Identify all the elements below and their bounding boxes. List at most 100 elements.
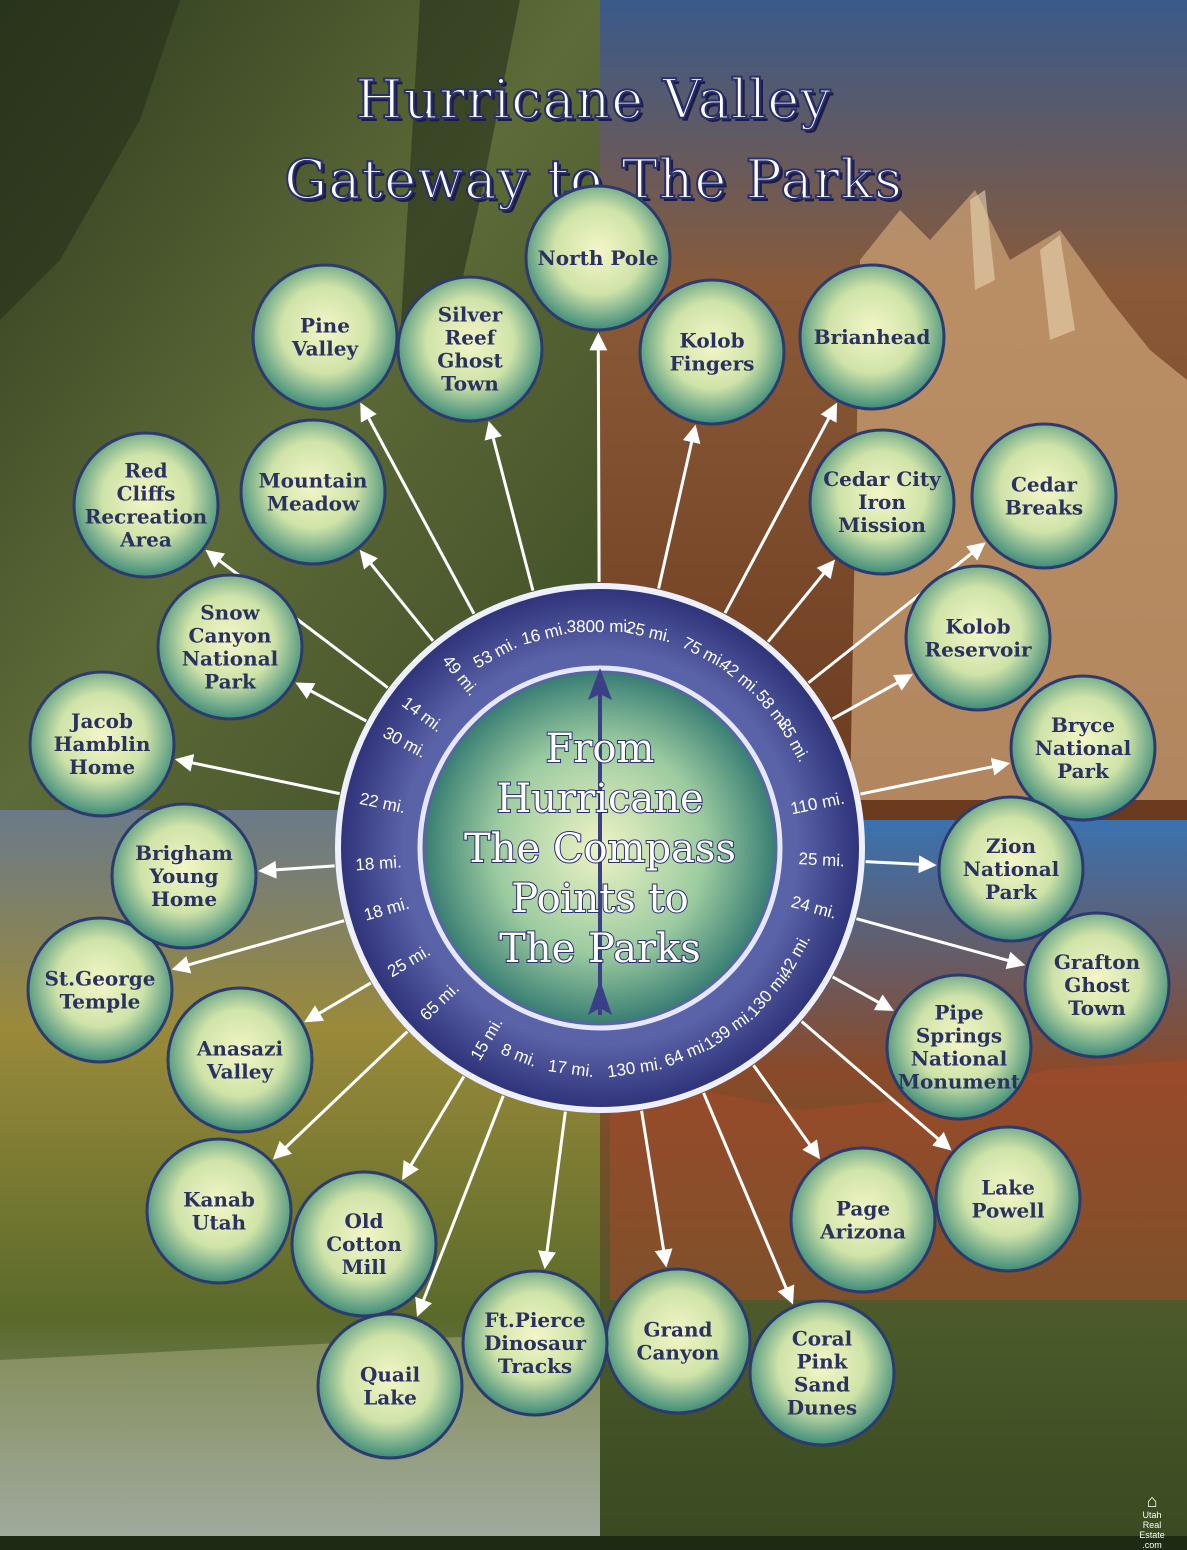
destination-label: Ft.Pierce	[484, 1308, 585, 1332]
logo-line-4: .com	[1142, 1540, 1162, 1550]
destination-label: Park	[985, 880, 1038, 904]
destination-label: Lake	[363, 1386, 417, 1410]
destination-label: Cedar City	[823, 467, 942, 491]
destination-circle	[808, 428, 956, 576]
direction-arrow	[484, 420, 535, 591]
center-text-line: Points to	[511, 876, 688, 922]
destination-label: St.George	[44, 967, 155, 991]
destination-label: Town	[441, 372, 499, 396]
destination-circle	[524, 184, 672, 332]
center-text-line: The Parks	[499, 926, 701, 972]
destination-label: Young	[149, 864, 219, 888]
destination-label: Cotton	[326, 1232, 402, 1256]
destination-circle	[1023, 911, 1171, 1059]
destination-circle	[934, 1125, 1082, 1273]
destination-circle	[166, 986, 314, 1134]
house-icon: ⌂	[1146, 1491, 1158, 1511]
destination-label: Ghost	[1064, 973, 1130, 997]
destination-circle	[290, 1170, 438, 1318]
destination-label: Canyon	[637, 1341, 720, 1365]
destination-label: Bryce	[1051, 713, 1115, 737]
destination-circle	[970, 422, 1118, 570]
destination-label: Brigham	[135, 841, 233, 865]
destination-label: Quail	[360, 1363, 421, 1387]
destination-circle	[748, 1299, 896, 1447]
destination-circle	[251, 263, 399, 411]
distance-label: 3800 mi.	[567, 617, 632, 636]
logo-line-2: Real	[1142, 1520, 1162, 1530]
destination-label: National	[963, 857, 1060, 881]
utah-real-estate-logo: ⌂ Utah Real Estate .com	[1124, 1491, 1180, 1550]
title-line-1: Hurricane Valley	[354, 67, 832, 132]
destination-circle	[937, 795, 1085, 943]
direction-arrow	[295, 682, 367, 723]
destination-label: Mountain	[259, 469, 368, 493]
destination-circle	[904, 564, 1052, 712]
destination-label: Temple	[60, 990, 141, 1014]
destination-label: Old	[344, 1209, 383, 1233]
direction-arrow	[174, 754, 340, 796]
direction-arrow	[589, 332, 608, 583]
direction-arrow	[360, 402, 476, 615]
direction-arrow	[702, 1092, 795, 1305]
direction-arrow	[860, 757, 1011, 796]
destination-label: National	[182, 647, 279, 671]
destination-circle	[789, 1146, 937, 1294]
direction-arrow	[171, 919, 345, 974]
destination-label: Red	[124, 459, 167, 483]
destination-label: Lake	[981, 1176, 1035, 1200]
destination-label: Dinosaur	[484, 1331, 587, 1355]
distance-label: 25 mi.	[798, 849, 845, 870]
destination-label: Page	[836, 1197, 890, 1221]
destination-circle	[638, 278, 786, 426]
direction-arrow	[402, 1075, 466, 1181]
destination-circle	[239, 418, 387, 566]
destination-circle	[461, 1269, 609, 1417]
destination-label: Hamblin	[54, 732, 151, 756]
destination-label: Reef	[445, 326, 497, 350]
direction-arrow	[272, 1030, 409, 1160]
destination-label: Grand	[643, 1318, 712, 1342]
destination-label: Utah	[192, 1211, 247, 1235]
direction-arrow	[800, 1020, 952, 1151]
destination-label: Reservoir	[925, 638, 1032, 662]
direction-arrow	[657, 424, 701, 589]
center-text-line: Hurricane	[496, 776, 703, 822]
destination-circle	[28, 670, 176, 818]
direction-arrow	[831, 975, 894, 1011]
destination-label: Brianhead	[814, 325, 931, 349]
destination-circle	[110, 802, 258, 950]
destination-circle	[26, 916, 174, 1064]
destination-label: Home	[151, 887, 217, 911]
direction-arrow	[865, 855, 937, 874]
destination-label: Fingers	[670, 352, 755, 376]
destination-label: Park	[1057, 759, 1110, 783]
destination-label: National	[1035, 736, 1132, 760]
direction-arrow	[723, 402, 838, 614]
destination-label: Valley	[206, 1060, 275, 1084]
direction-arrow	[752, 1064, 821, 1160]
destination-circle	[798, 263, 946, 411]
destination-label: Monument	[898, 1070, 1021, 1094]
destination-label: Park	[204, 670, 257, 694]
destination-label: Anasazi	[196, 1037, 284, 1061]
destination-label: Recreation	[85, 505, 208, 529]
